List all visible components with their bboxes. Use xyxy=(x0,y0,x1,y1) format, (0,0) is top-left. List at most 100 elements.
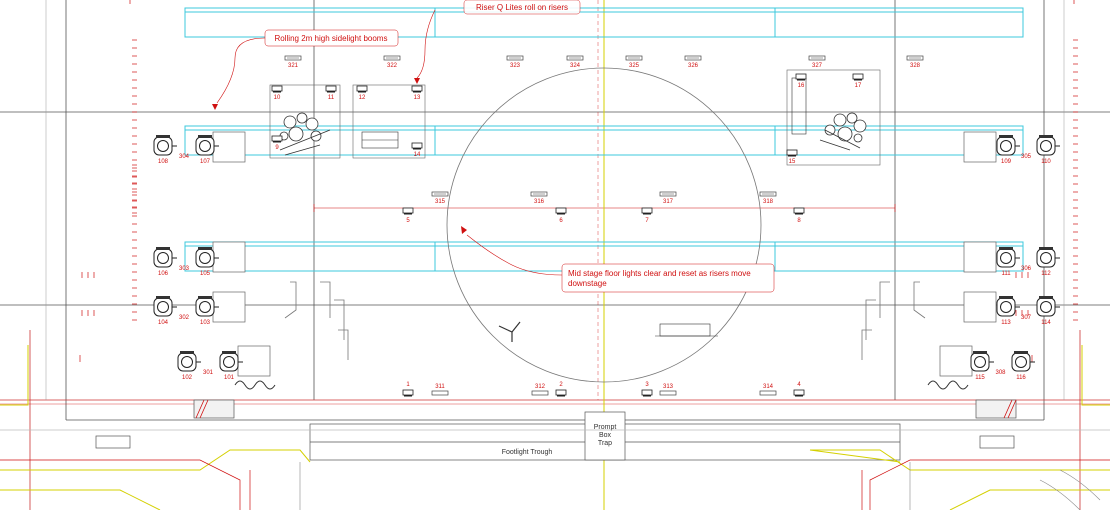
floor-fixture xyxy=(795,73,807,81)
fixture-label: 4 xyxy=(797,382,801,388)
annotation-booms: Rolling 2m high sidelight booms xyxy=(212,29,399,110)
moving-head-fixture xyxy=(996,247,1020,268)
batten-fixture xyxy=(506,55,524,61)
moving-head-fixture xyxy=(195,135,219,156)
floor-fixture xyxy=(641,389,653,397)
prompt-box-label-3: Trap xyxy=(598,440,612,447)
fixture-label: 312 xyxy=(535,384,546,390)
fixture-label: 103 xyxy=(200,320,211,326)
moving-head-fixture xyxy=(153,247,177,268)
fixture-label: 324 xyxy=(570,63,581,69)
fixture-label: 105 xyxy=(200,271,211,277)
wing-flats xyxy=(284,281,926,360)
moving-head-fixture xyxy=(1036,296,1060,317)
house-lines xyxy=(0,345,1110,510)
boom-batten-label: 308 xyxy=(995,370,1006,376)
fixture-label: 315 xyxy=(435,199,446,205)
fixture-label: 326 xyxy=(688,63,699,69)
riser-note: Riser Q Lites roll on risers xyxy=(476,3,568,12)
fixture-label: 321 xyxy=(288,63,299,69)
floor-fixture xyxy=(271,135,283,143)
apron-hatch xyxy=(195,399,1017,419)
floor-fixture xyxy=(271,85,283,93)
moving-head-fixture xyxy=(195,296,219,317)
fixture-label: 1 xyxy=(406,382,410,388)
fixture-label: 327 xyxy=(812,63,823,69)
moving-head-fixture xyxy=(153,135,177,156)
revolve-circle xyxy=(446,67,762,383)
boom-batten-label: 306 xyxy=(1021,266,1032,272)
floor-fixture xyxy=(793,389,805,397)
prompt-box-label-2: Box xyxy=(599,432,612,439)
floor-fixture xyxy=(325,85,337,93)
annotation-riser: Riser Q Lites roll on risers xyxy=(414,0,581,84)
fixture-label: 3 xyxy=(645,382,649,388)
floor-note-line2: downstage xyxy=(568,279,607,288)
batten-fixture xyxy=(759,191,777,197)
risers xyxy=(184,7,1024,272)
boom-bases xyxy=(212,131,997,377)
batten-fixture xyxy=(431,191,449,197)
fixture-label: 112 xyxy=(1041,271,1051,277)
fixture-label: 13 xyxy=(414,95,421,101)
footlight-label: Footlight Trough xyxy=(502,449,553,456)
batten-fixture xyxy=(431,390,449,396)
floor-fixture xyxy=(402,389,414,397)
fixture-label: 12 xyxy=(359,95,366,101)
batten-fixture xyxy=(531,390,549,396)
batten-fixture xyxy=(566,55,584,61)
tripod-prop xyxy=(498,321,521,342)
fixture-label: 313 xyxy=(663,384,674,390)
fixture-label: 5 xyxy=(406,218,410,224)
apron xyxy=(0,399,1110,461)
scenic-units xyxy=(269,69,881,337)
fixture-label: 6 xyxy=(559,218,563,224)
fixture-label: 114 xyxy=(1041,320,1051,326)
fixture-label: 107 xyxy=(200,159,211,165)
fixture-label: 101 xyxy=(224,375,235,381)
batten-fixture xyxy=(808,55,826,61)
house-grey-lines xyxy=(299,462,1101,510)
batten-fixture xyxy=(759,390,777,396)
batten-fixture xyxy=(284,55,302,61)
floor-fixture xyxy=(641,207,653,215)
fixture-label: 9 xyxy=(275,145,279,151)
floor-fixture xyxy=(555,389,567,397)
fixture-label: 11 xyxy=(328,95,335,101)
moving-head-fixture xyxy=(1036,135,1060,156)
moving-head-fixture xyxy=(996,135,1020,156)
batten-fixture xyxy=(659,390,677,396)
fixture-label: 2 xyxy=(559,382,563,388)
floor-fixture xyxy=(356,85,368,93)
dimension-ticks xyxy=(79,0,1078,362)
fixture-label: 317 xyxy=(663,199,674,205)
cable-left xyxy=(234,380,276,390)
moving-head-fixture xyxy=(153,296,177,317)
batten-fixture xyxy=(530,191,548,197)
fixture-label: 323 xyxy=(510,63,521,69)
moving-head-fixture xyxy=(996,296,1020,317)
fixture-label: 104 xyxy=(158,320,169,326)
fixture-label: 111 xyxy=(1001,271,1011,277)
drum-kit-left xyxy=(279,112,331,156)
fixture-label: 318 xyxy=(763,199,774,205)
boom-batten-label: 301 xyxy=(203,370,214,376)
batten-fixture xyxy=(906,55,924,61)
boom-batten-label: 304 xyxy=(179,154,190,160)
fixture-label: 115 xyxy=(975,375,985,381)
drum-kit-right xyxy=(819,112,867,151)
moving-head-fixture xyxy=(1036,247,1060,268)
boom-batten-label: 303 xyxy=(179,266,190,272)
fixture-label: 102 xyxy=(182,375,193,381)
floor-fixture xyxy=(793,207,805,215)
moving-head-fixture xyxy=(219,351,243,372)
floor-note-line1: Mid stage floor lights clear and reset a… xyxy=(568,269,751,278)
boom-batten-label: 307 xyxy=(1021,315,1032,321)
floor-fixture xyxy=(411,85,423,93)
fixture-label: 14 xyxy=(414,152,421,158)
batten-fixture xyxy=(684,55,702,61)
annotation-floor: Mid stage floor lights clear and reset a… xyxy=(461,226,775,293)
boom-batten-label: 302 xyxy=(179,315,190,321)
